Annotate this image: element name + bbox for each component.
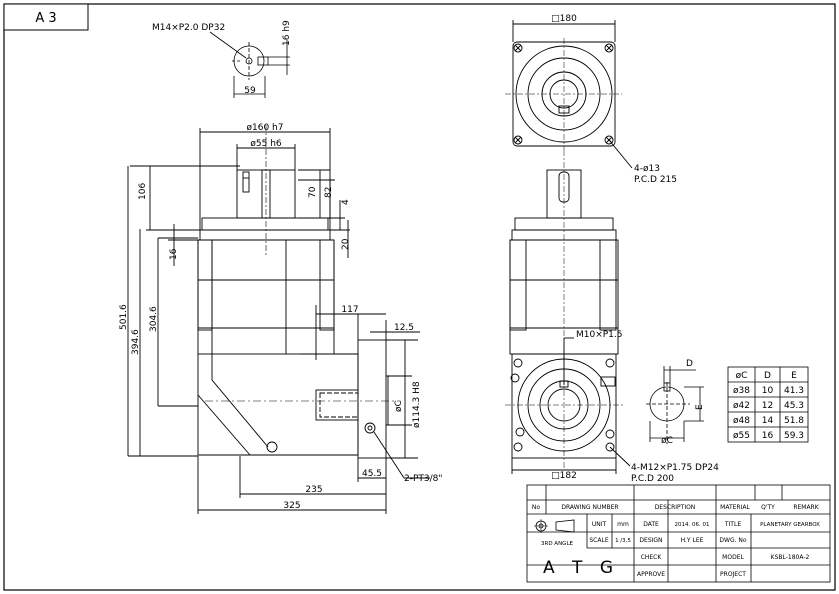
tb-material: MATERIAL xyxy=(720,504,750,511)
size-table-cell: 14 xyxy=(762,416,774,426)
side-h304-label: 304.6 xyxy=(149,306,159,332)
size-table-cell: ø42 xyxy=(733,401,750,411)
right-pcd1-label: P.C.D 215 xyxy=(634,175,677,185)
side-h4-label: 4 xyxy=(341,199,351,205)
side-d160-label: ø160 h7 xyxy=(247,123,284,133)
tb-qty: Q'TY xyxy=(761,504,775,511)
side-dC-label: øC xyxy=(394,400,404,412)
side-h106-label: 106 xyxy=(138,183,148,200)
side-h20-label: 20 xyxy=(341,238,351,250)
side-w235-label: 235 xyxy=(305,485,322,495)
shaft-detail xyxy=(646,366,704,444)
tb-unit: UNIT xyxy=(592,521,607,528)
size-table-cell: 10 xyxy=(762,386,774,396)
size-table-cell: 45.3 xyxy=(784,401,804,411)
tb-scale-val: 1 /3.5 xyxy=(615,538,631,544)
tb-title-val: PLANETARY GEARBOX xyxy=(760,522,820,528)
tb-no: No xyxy=(532,504,540,511)
size-table-header: øC xyxy=(736,371,748,381)
side-d55-label: ø55 h6 xyxy=(250,139,282,149)
sheet-size-label: A 3 xyxy=(35,11,56,26)
tb-unit-val: mm xyxy=(617,521,629,528)
title-block xyxy=(526,484,831,583)
sheet-border xyxy=(3,3,836,591)
top-thread-label: M14×P2.0 DP32 xyxy=(152,23,225,33)
size-table-cell: ø55 xyxy=(733,431,750,441)
right-holes-label: 4-ø13 xyxy=(634,164,660,174)
size-table-cell: 59.3 xyxy=(784,431,804,441)
tb-angle: 3RD ANGLE xyxy=(541,541,574,547)
side-d114-label: ø114.3 H8 xyxy=(412,381,422,428)
tb-description: DESCRIPTION xyxy=(655,504,696,511)
side-w12-label: 12.5 xyxy=(394,323,414,333)
right-m12-label: 4-M12×P1.75 DP24 xyxy=(631,463,719,473)
side-h82-label: 82 xyxy=(324,187,334,198)
right-sq180-label: □180 xyxy=(551,14,577,24)
tb-dwg-no: DWG. No xyxy=(719,537,747,544)
tb-date-val: 2014. 06. 01 xyxy=(675,522,710,528)
side-w325-label: 325 xyxy=(283,501,300,511)
tb-design-val: H.Y LEE xyxy=(681,537,704,544)
tb-drawing-number: DRAWING NUMBER xyxy=(561,504,618,511)
shaft-d-label: D xyxy=(686,359,693,369)
tb-approve: APPROVE xyxy=(637,571,665,578)
tb-design: DESIGN xyxy=(639,537,662,544)
size-table-cell: 12 xyxy=(762,401,773,411)
side-h70-label: 70 xyxy=(308,186,318,198)
side-h16-label: 16 xyxy=(169,248,179,260)
top-view xyxy=(209,31,290,98)
tb-model: MODEL xyxy=(722,554,744,561)
tb-project: PROJECT xyxy=(720,571,746,578)
tb-logo: A T G xyxy=(543,558,619,578)
tb-model-val: KSBL-180A-2 xyxy=(771,554,810,561)
side-w117-label: 117 xyxy=(341,305,358,315)
size-table-header: D xyxy=(764,371,771,381)
size-table-cell: 51.8 xyxy=(784,416,804,426)
size-table-cell: ø38 xyxy=(733,386,750,396)
side-view xyxy=(127,125,430,514)
side-h394-label: 394.6 xyxy=(131,329,141,355)
size-table-header: E xyxy=(791,371,797,381)
right-sq182-label: □182 xyxy=(551,471,577,481)
tb-date: DATE xyxy=(643,521,659,528)
size-table-cell: ø48 xyxy=(733,416,750,426)
side-w45-label: 45.5 xyxy=(362,469,382,479)
size-table-cell: 41.3 xyxy=(784,386,804,396)
right-view xyxy=(505,20,633,474)
tb-scale: SCALE xyxy=(589,537,608,544)
size-table-frame xyxy=(727,366,809,443)
shaft-c-label: øC xyxy=(661,436,673,446)
top-width-label: 59 xyxy=(244,86,256,96)
top-key-label: 16 h9 xyxy=(282,20,292,46)
size-table-cell: 16 xyxy=(762,431,774,441)
tb-remark: REMARK xyxy=(793,504,819,511)
right-m10-label: M10×P1.5 xyxy=(576,330,623,340)
sheet-size-box xyxy=(3,3,89,31)
shaft-e-label: E xyxy=(695,404,705,410)
tb-check: CHECK xyxy=(641,554,663,561)
side-h501-label: 501.6 xyxy=(119,304,129,330)
right-pcd2-label: P.C.D 200 xyxy=(631,474,674,484)
tb-title: TITLE xyxy=(724,521,741,528)
side-pt-label: 2-PT3/8" xyxy=(404,474,443,484)
